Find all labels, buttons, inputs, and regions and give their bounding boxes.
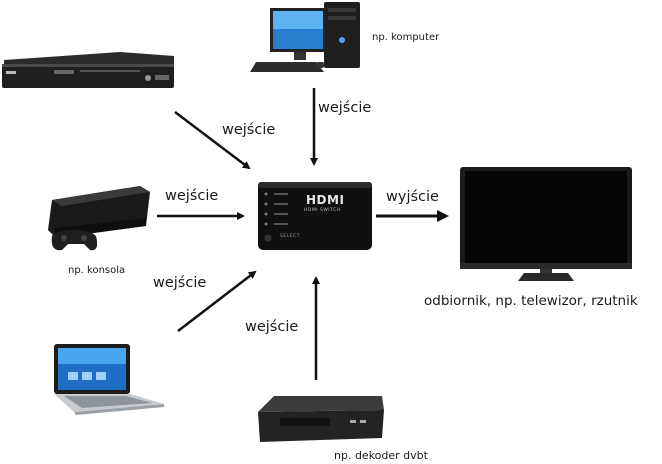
arrow-dvd-to-switch bbox=[174, 111, 251, 170]
tv-image bbox=[458, 165, 634, 283]
dvb-decoder-image bbox=[254, 392, 386, 446]
arrow-label-laptop: wejście bbox=[153, 275, 207, 291]
console-label: np. konsola bbox=[68, 265, 126, 276]
laptop-image bbox=[52, 342, 166, 416]
switch-subtitle: HDMI SWITCH bbox=[304, 208, 341, 213]
arrow-laptop-to-switch bbox=[177, 270, 257, 332]
arrow-label-dvd: wejście bbox=[222, 122, 276, 138]
decoder-label: np. dekoder dvbt bbox=[334, 449, 428, 462]
dvd-player-image bbox=[0, 48, 176, 92]
switch-logo: HDMI bbox=[306, 193, 345, 207]
arrow-label-decoder: wejście bbox=[245, 319, 299, 335]
tv-label: odbiornik, np. telewizor, rzutnik bbox=[424, 293, 638, 309]
computer-label: np. komputer bbox=[372, 32, 440, 43]
computer-image bbox=[250, 0, 366, 74]
hdmi-switch-image: HDMI HDMI SWITCH SELECT bbox=[256, 180, 376, 252]
console-image bbox=[44, 180, 154, 254]
arrow-label-output: wyjście bbox=[386, 189, 439, 205]
arrow-label-computer: wejście bbox=[318, 100, 372, 116]
arrow-label-console: wejście bbox=[165, 188, 219, 204]
switch-select-label: SELECT bbox=[280, 234, 300, 239]
